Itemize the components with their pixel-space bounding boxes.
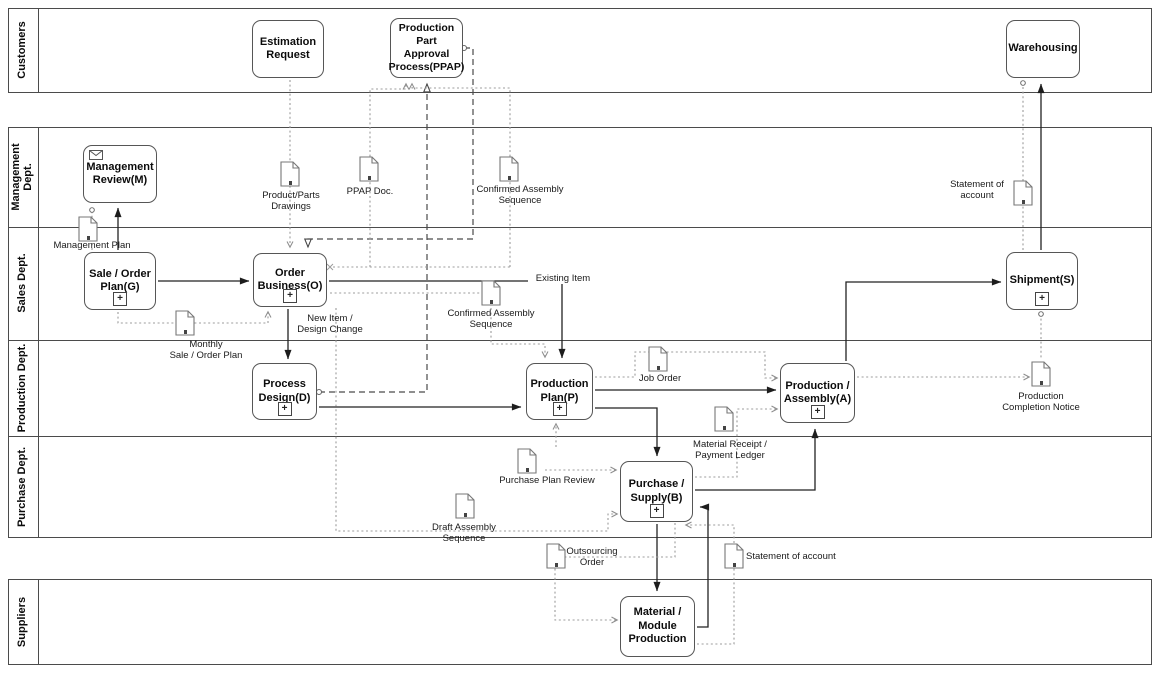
lane-divider-management-sales — [8, 227, 1152, 228]
document-icon-monthly-sale-order-plan — [175, 310, 195, 336]
pool-main-label-divider — [38, 127, 39, 538]
document-label-outsourcing-order: Outsourcing Order — [566, 546, 618, 569]
node-management-review: Management Review(M) — [83, 145, 157, 203]
subprocess-marker-icon: + — [113, 292, 127, 306]
node-estimation-request: Estimation Request — [252, 20, 324, 78]
document-label-material-receipt-payment-ledger: Material Receipt / Payment Ledger — [693, 439, 767, 462]
lane-label-purchase-dept: Purchase Dept. — [16, 446, 29, 528]
document-label-purchase-plan-review: Purchase Plan Review — [499, 475, 595, 486]
node-label: Warehousing — [1008, 42, 1078, 55]
document-label-job-order: Job Order — [638, 373, 682, 384]
edge-label-new-item-design-change: New Item / Design Change — [297, 313, 363, 336]
node-production-plan: Production Plan(P) + — [526, 363, 593, 420]
node-label: Shipment(S) — [1009, 274, 1075, 287]
document-label-production-completion-notice: Production Completion Notice — [1002, 391, 1080, 414]
node-label: Management Review(M) — [86, 160, 154, 186]
node-label: Production Part Approval Process(PPAP) — [388, 22, 465, 73]
node-material-module-production: Material / Module Production — [620, 596, 695, 657]
node-label: Order Business(O) — [257, 266, 323, 292]
document-icon-production-completion-notice — [1031, 361, 1051, 387]
document-label-confirmed-assembly-sequence-sales: Confirmed Assembly Sequence — [447, 308, 535, 331]
node-label: Purchase / Supply(B) — [628, 478, 685, 504]
pool-customers — [8, 8, 1152, 93]
document-icon-confirmed-assembly-sequence-sales — [481, 280, 501, 306]
document-label-product-parts-drawings: Product/Parts Drawings — [262, 190, 320, 213]
lane-label-suppliers: Suppliers — [16, 596, 29, 648]
document-label-statement-of-account-top: Statement of account — [950, 179, 1004, 202]
subprocess-marker-icon: + — [810, 405, 825, 419]
node-label: Production / Assembly(A) — [783, 379, 852, 405]
document-icon-statement-of-account-top — [1013, 180, 1033, 206]
document-icon-purchase-plan-review — [517, 448, 537, 474]
document-icon-job-order — [648, 346, 668, 372]
document-icon-statement-of-account-bottom — [724, 543, 744, 569]
subprocess-marker-icon: + — [649, 504, 664, 518]
document-icon-confirmed-assembly-sequence-mgmt — [499, 156, 519, 182]
document-label-management-plan: Management Plan — [53, 240, 131, 251]
subprocess-marker-icon: + — [1035, 292, 1049, 306]
document-icon-product-parts-drawings — [280, 161, 300, 187]
subprocess-marker-icon: + — [552, 402, 567, 416]
pool-customers-label-divider — [38, 8, 39, 93]
pool-suppliers-label-divider — [38, 579, 39, 665]
node-order-business: Order Business(O) + — [253, 253, 327, 307]
document-label-monthly-sale-order-plan: Monthly Sale / Order Plan — [169, 339, 243, 362]
node-shipment: Shipment(S) + — [1006, 252, 1078, 310]
document-icon-material-receipt-payment-ledger — [714, 406, 734, 432]
node-sale-order-plan: Sale / Order Plan(G) + — [84, 252, 156, 310]
node-ppap: Production Part Approval Process(PPAP) — [388, 18, 465, 78]
node-label: Material / Module Production — [628, 606, 687, 646]
document-icon-draft-assembly-sequence — [455, 493, 475, 519]
envelope-icon — [89, 150, 103, 160]
node-label: Production Plan(P) — [530, 378, 589, 404]
node-process-design: Process Design(D) + — [252, 363, 317, 420]
lane-label-production-dept: Production Dept. — [16, 343, 29, 433]
node-label: Sale / Order Plan(G) — [89, 267, 151, 293]
document-label-draft-assembly-sequence: Draft Assembly Sequence — [432, 522, 496, 545]
pool-suppliers — [8, 579, 1152, 665]
document-label-confirmed-assembly-sequence-mgmt: Confirmed Assembly Sequence — [476, 184, 564, 207]
node-purchase-supply: Purchase / Supply(B) + — [620, 461, 693, 522]
lane-label-sales-dept: Sales Dept. — [16, 253, 29, 313]
edge-label-existing-item: Existing Item — [528, 273, 598, 285]
document-icon-management-plan — [78, 216, 98, 242]
document-label-ppap-doc: PPAP Doc. — [346, 186, 394, 197]
lane-label-customers: Customers — [16, 21, 29, 79]
subprocess-marker-icon: + — [283, 289, 297, 303]
document-label-statement-of-account-bottom: Statement of account — [746, 551, 836, 562]
node-label: Process Design(D) — [258, 378, 311, 404]
node-production-assembly: Production / Assembly(A) + — [780, 363, 855, 423]
subprocess-marker-icon: + — [277, 402, 292, 416]
node-label: Estimation Request — [259, 35, 317, 61]
lane-divider-production-purchase — [8, 436, 1152, 437]
document-icon-ppap-doc — [359, 156, 379, 182]
node-warehousing: Warehousing — [1006, 20, 1080, 78]
lane-label-management-dept: Management Dept. — [10, 143, 34, 211]
